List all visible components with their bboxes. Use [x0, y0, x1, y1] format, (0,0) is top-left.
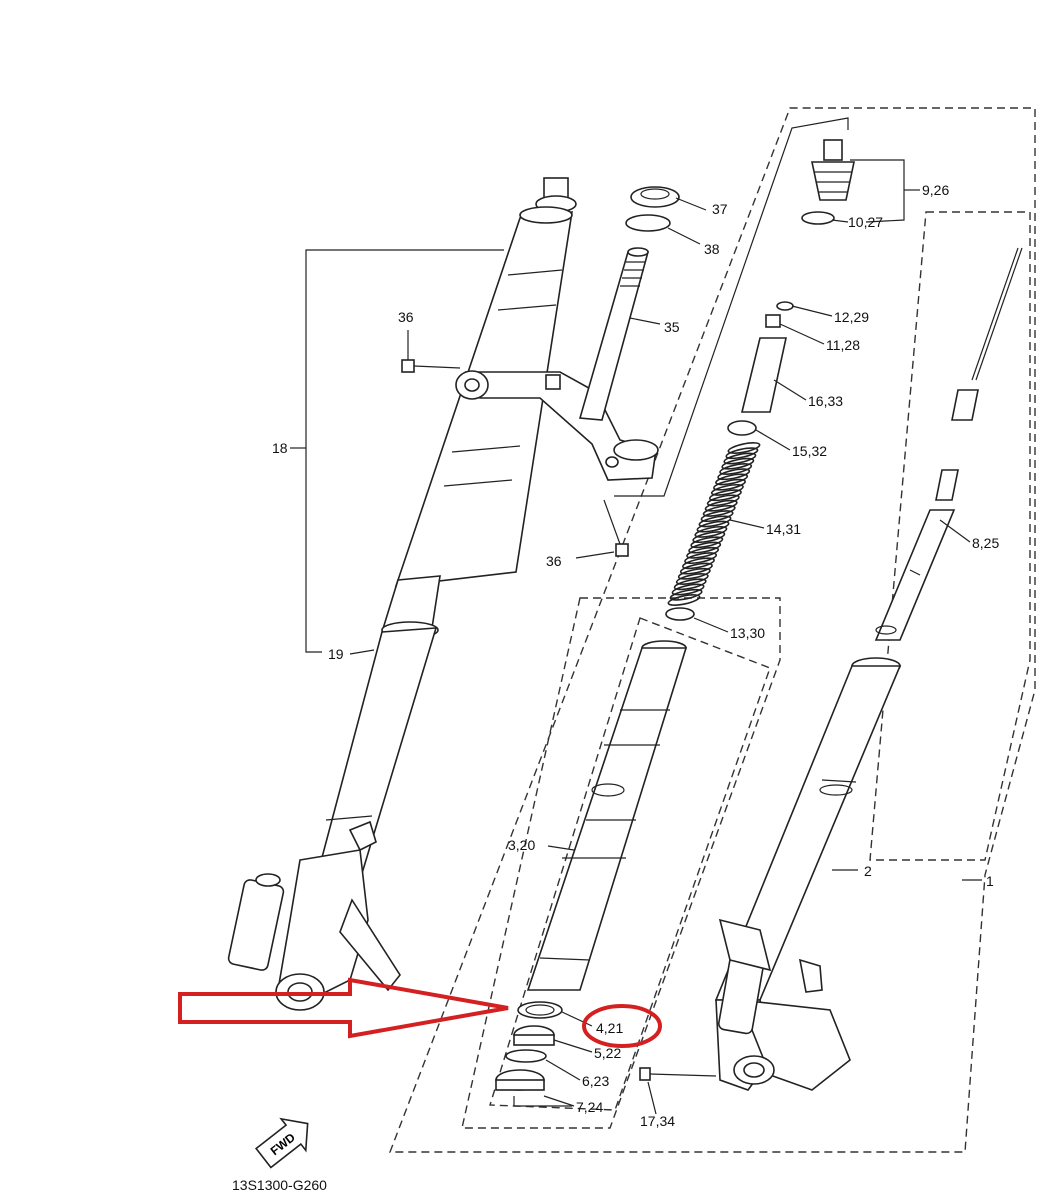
locknut [776, 301, 794, 311]
spring-coil [708, 489, 742, 502]
spring-coil [713, 478, 746, 491]
stem-nut-inner [640, 188, 670, 200]
spring-coil [723, 452, 757, 465]
outer-assembly-outline [388, 107, 1036, 1153]
callout-36-lower: 36 [546, 553, 562, 569]
callout-16-33: 16,33 [808, 393, 843, 409]
damper-cartridge [874, 247, 1023, 641]
callout-6-23: 6,23 [582, 1073, 609, 1089]
spring-coil [715, 473, 749, 486]
highlight-arrow [178, 977, 509, 1039]
spring-coil [667, 594, 701, 606]
callout-labels: 18 19 36 36 35 37 38 9,26 10,27 12,29 11… [272, 182, 999, 1129]
callout-4-21: 4,21 [596, 1020, 623, 1036]
clamp-bolt-lower [603, 499, 629, 557]
spring-coil [710, 483, 744, 496]
callout-2: 2 [864, 863, 872, 879]
callout-12-29: 12,29 [834, 309, 869, 325]
callout-15-32: 15,32 [792, 443, 827, 459]
axle-pinch-bolt [639, 1067, 717, 1081]
cap-bracket [614, 117, 849, 497]
fork-spring [667, 442, 761, 606]
callout-36-upper: 36 [398, 309, 414, 325]
callout-7-24: 7,24 [576, 1099, 603, 1115]
clamp-bolt-upper [401, 359, 461, 373]
inner-tube [526, 640, 688, 991]
callout-17-34: 17,34 [640, 1113, 675, 1129]
spring-coil [679, 562, 713, 575]
right-outer-tube [714, 657, 902, 1091]
callout-14-31: 14,31 [766, 521, 801, 537]
callout-10-27: 10,27 [848, 214, 883, 230]
dust-seal-part [517, 1001, 563, 1019]
oil-seal-body [513, 1034, 555, 1046]
callout-1: 1 [986, 873, 994, 889]
callout-11-28: 11,28 [826, 337, 860, 353]
inner-damper-outline [461, 597, 781, 1129]
fwd-arrow-icon [255, 1117, 309, 1169]
spring-coil [704, 499, 738, 512]
callout-9-26: 9,26 [922, 182, 949, 198]
spring-coil [696, 520, 730, 533]
spring-coil [719, 463, 753, 475]
fwd-direction-mark: FWD [255, 1117, 309, 1169]
left-fork-assembly [227, 177, 577, 1011]
spacer-tube [740, 337, 787, 413]
drawing-code: 13S1300-G260 [232, 1177, 327, 1193]
callout-35: 35 [664, 319, 680, 335]
spring-coil [721, 457, 755, 470]
bottom-dust-seal-body [495, 1079, 545, 1091]
spring-coil [717, 468, 751, 481]
spring-coil [673, 578, 707, 591]
callout-13-30: 13,30 [730, 625, 765, 641]
spring-coil [675, 573, 709, 585]
callout-3-20: 3,20 [508, 837, 535, 853]
spring-coil [688, 541, 722, 554]
spring-washer [727, 420, 757, 436]
callout-19: 19 [328, 646, 344, 662]
inner-tube-outline [489, 617, 771, 1111]
callout-8-25: 8,25 [972, 535, 999, 551]
fork-cap-bolt [811, 139, 855, 201]
spring-coil [669, 588, 703, 601]
spring-coil [706, 494, 740, 507]
leader-lines [290, 159, 982, 1115]
stem-nut [630, 186, 680, 208]
callout-5-22: 5,22 [594, 1045, 621, 1061]
lower-triple-clamp [455, 370, 659, 481]
spring-bottom-washer [665, 607, 695, 621]
spring-coil [690, 536, 724, 549]
spring-coil [686, 546, 720, 559]
stem-washer [625, 214, 671, 232]
spring-coil [684, 552, 718, 565]
spring-coil [682, 557, 715, 570]
spring-coil [677, 567, 711, 580]
dust-seal-inner [525, 1004, 555, 1016]
highlight-circle [582, 1004, 662, 1048]
spring-coil [727, 442, 761, 454]
spring-coil [698, 515, 732, 528]
spring-coil [725, 447, 759, 460]
callout-38: 38 [704, 241, 720, 257]
spring-coil [700, 510, 734, 523]
spring-seat [765, 314, 781, 328]
spring-coil [671, 583, 705, 596]
spring-coil [702, 504, 736, 517]
steering-stem [578, 247, 650, 421]
cartridge-outline [869, 211, 1031, 861]
seal-clip [505, 1049, 547, 1063]
callout-18: 18 [272, 440, 288, 456]
spring-coil [694, 525, 728, 538]
spring-coil [692, 531, 726, 544]
cap-o-ring [801, 211, 835, 225]
callout-37: 37 [712, 201, 728, 217]
